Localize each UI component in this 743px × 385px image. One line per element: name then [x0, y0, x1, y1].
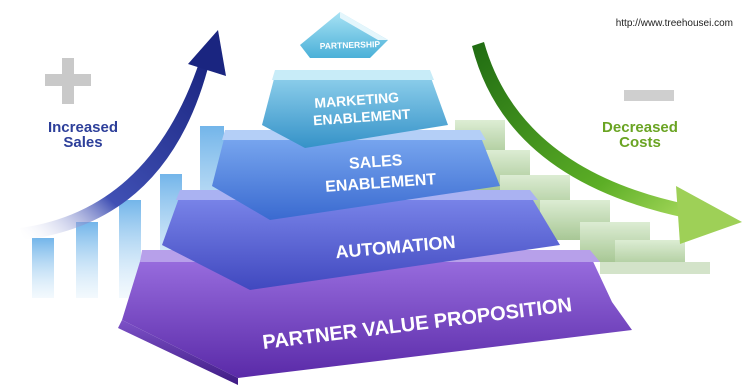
increased-sales-line1: Increased — [47, 119, 119, 136]
tier4-label-line1: MARKETING — [314, 89, 400, 111]
increase-arrow — [20, 30, 226, 240]
tier-marketing-enablement — [262, 70, 448, 148]
decreased-costs-line1: Decreased — [602, 119, 678, 136]
tier5-label: PARTNERSHIP — [320, 39, 381, 51]
source-url: http://www.treehousei.com — [615, 18, 733, 29]
tier-partnership — [300, 12, 388, 58]
decreased-costs-label: Decreased Costs — [590, 120, 690, 150]
increased-sales-label: Increased Sales — [28, 120, 138, 150]
decreased-costs-line2: Costs — [619, 134, 661, 151]
increased-sales-line2: Sales — [63, 134, 103, 151]
plus-icon — [45, 58, 91, 104]
decrease-arrow — [472, 42, 742, 244]
tier3-label-line1: SALES — [348, 152, 403, 173]
tier4-label-line2: ENABLEMENT — [313, 106, 412, 129]
minus-icon — [624, 90, 674, 101]
